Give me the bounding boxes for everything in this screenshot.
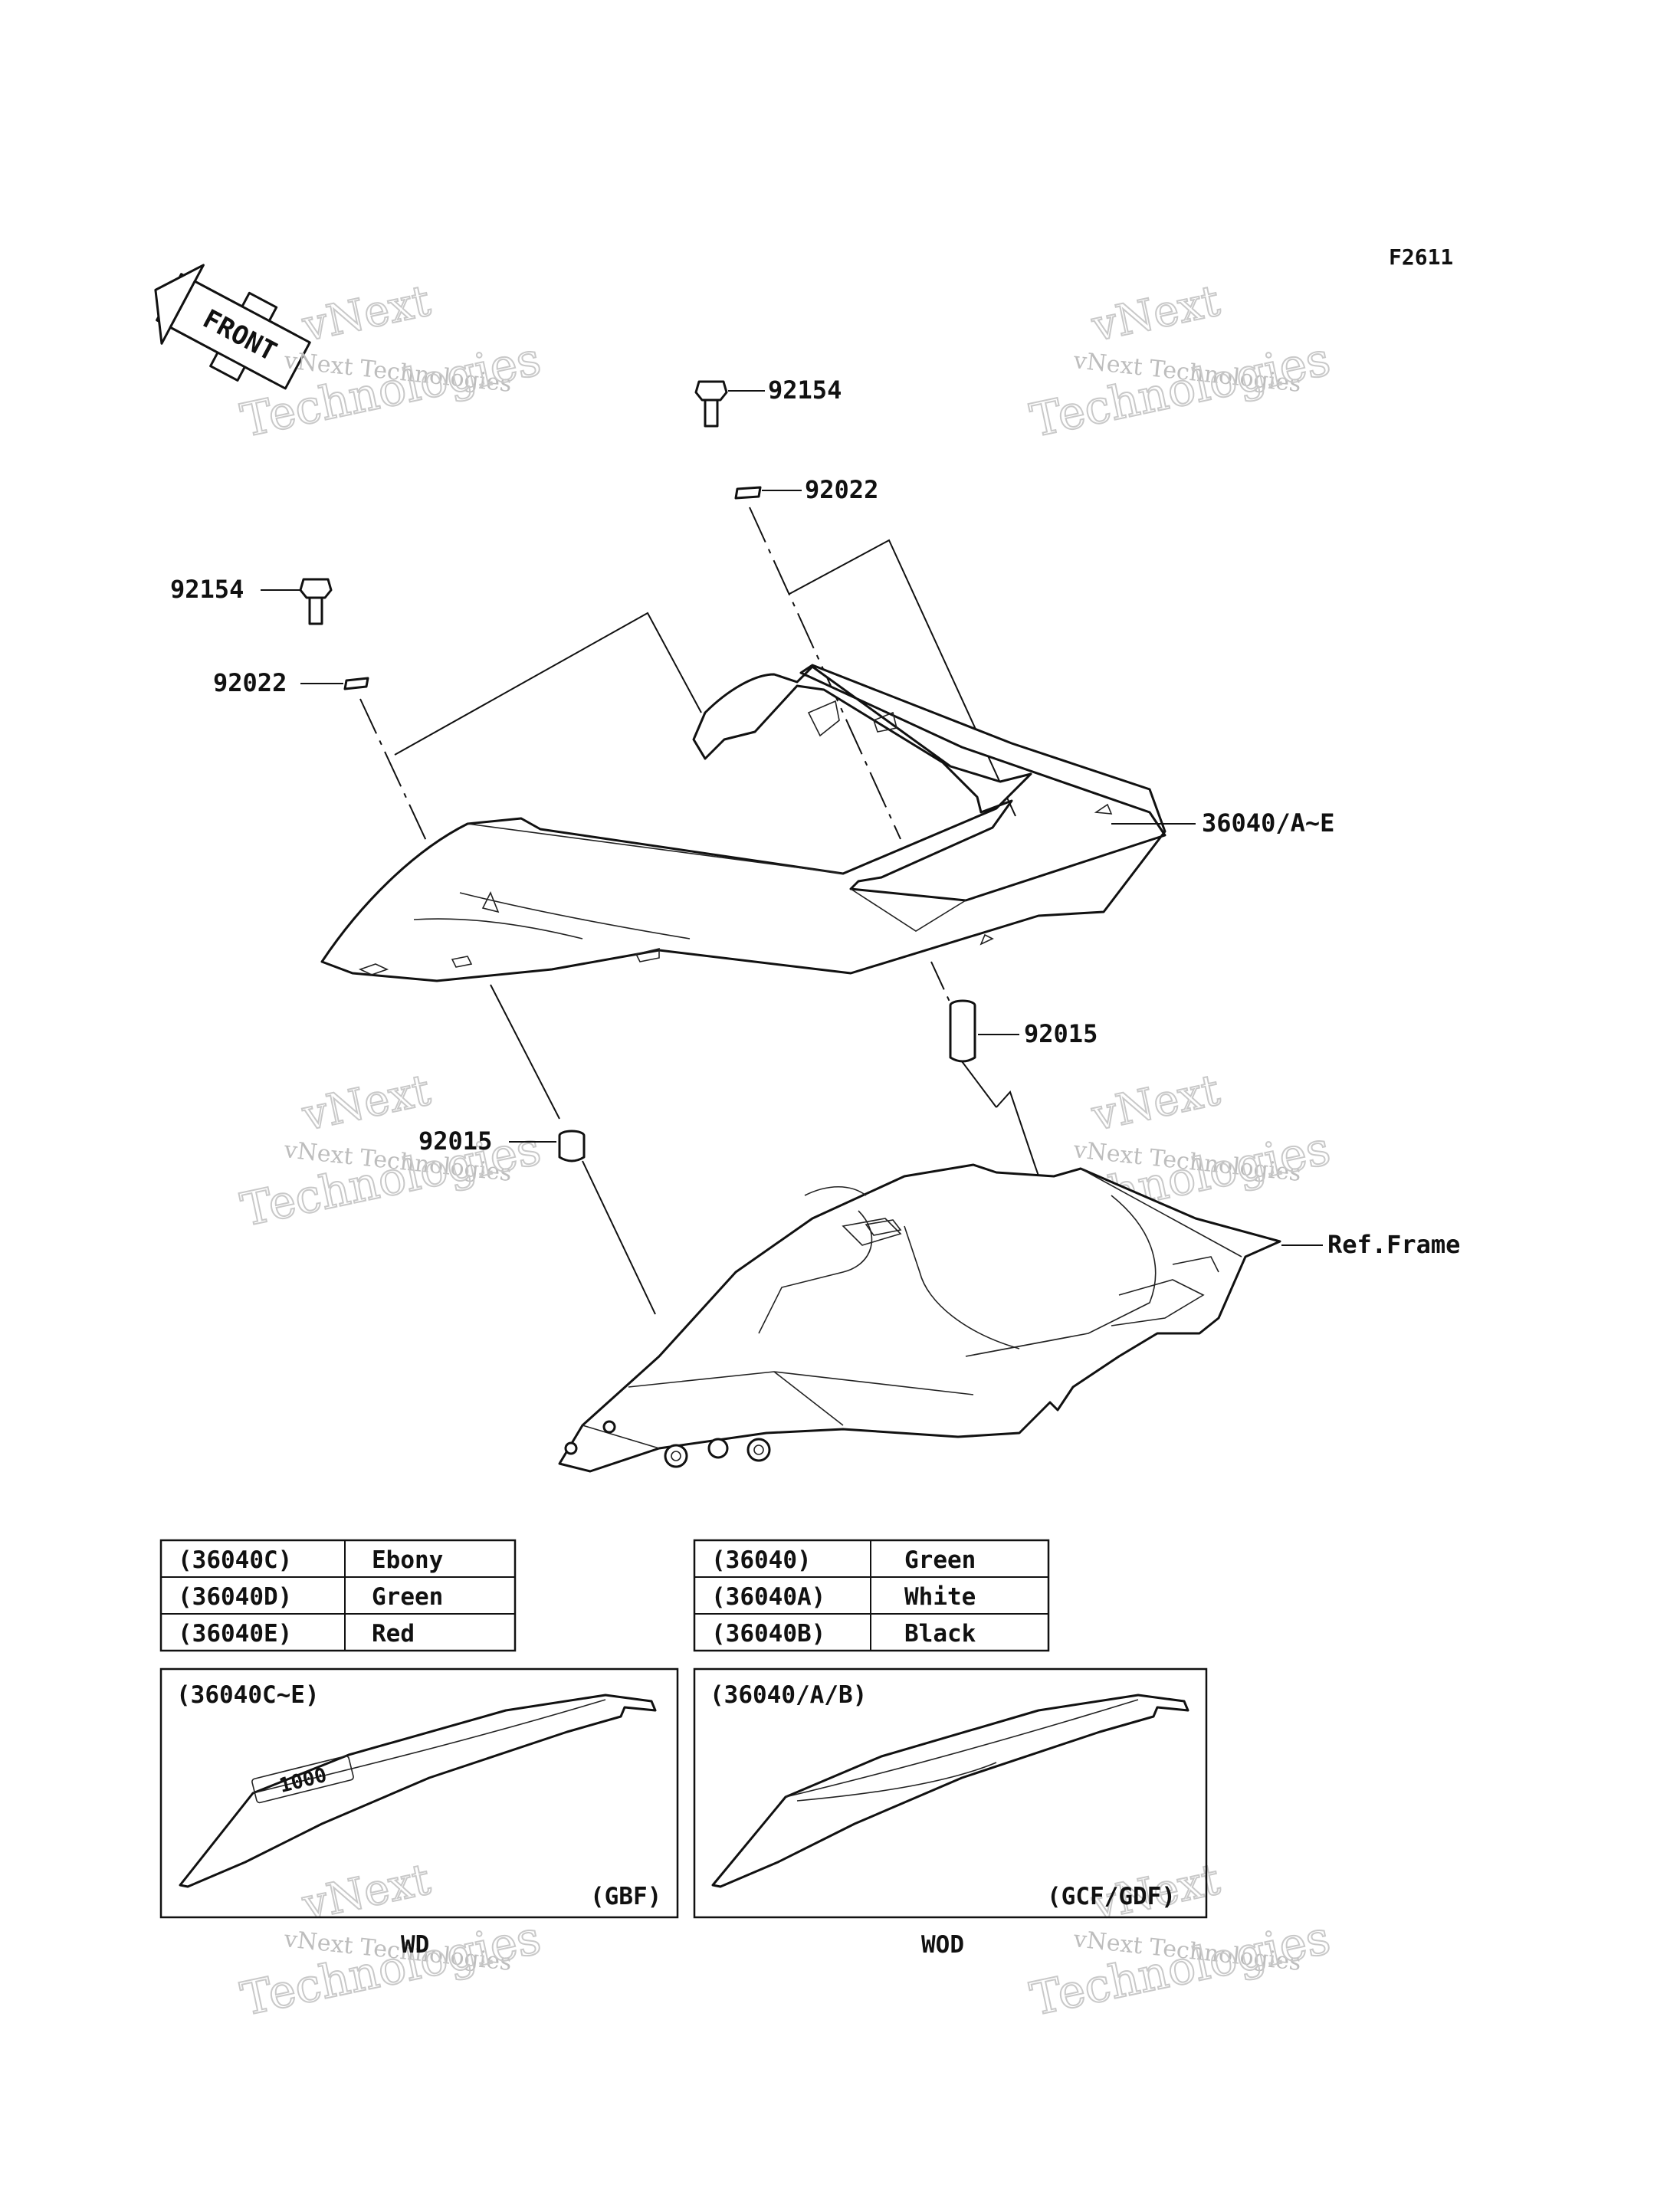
bushing-left-icon (558, 1130, 586, 1162)
svg-text:vNext: vNext (297, 276, 435, 352)
svg-text:vNext: vNext (297, 1854, 435, 1930)
table-right-code-2: (36040B) (711, 1620, 825, 1648)
table-right-color-1: White (904, 1583, 976, 1611)
bolt-top-icon (694, 380, 728, 428)
bolt-left-icon (299, 578, 333, 625)
svg-text:Technologies: Technologies (237, 1911, 546, 2027)
callout-washer-left: 92022 (213, 668, 287, 697)
watermark-top-right: vNext vNext Technologies Technologies (1025, 275, 1336, 449)
svg-text:Technologies: Technologies (237, 1122, 546, 1238)
variant-right-caption: WOD (921, 1931, 964, 1959)
color-table-right: (36040) Green (36040A) White (36040B) Bl… (693, 1539, 1050, 1652)
figure-code: F2611 (1389, 244, 1453, 270)
table-right-code-1: (36040A) (711, 1583, 825, 1611)
svg-text:Technologies: Technologies (1026, 1911, 1335, 2027)
variant-left-caption: WD (401, 1931, 429, 1959)
svg-text:Technologies: Technologies (1026, 333, 1335, 448)
color-table-left: (36040C) Ebony (36040D) Green (36040E) R… (159, 1539, 517, 1652)
watermark-bottom-left: vNext vNext Technologies Technologies (236, 1854, 546, 2028)
table-left-code-2: (36040E) (178, 1620, 292, 1648)
variant-right-title: (36040/A/B) (710, 1681, 867, 1709)
seat-cover-part (320, 664, 1166, 982)
rear-frame-part (558, 1163, 1281, 1473)
callout-bolt-left: 92154 (170, 575, 244, 604)
washer-top-icon (734, 486, 762, 500)
table-right-color-2: Black (904, 1620, 976, 1648)
table-right-color-0: Green (904, 1546, 976, 1574)
callout-bolt-top: 92154 (768, 375, 842, 405)
variant-left-model: (GBF) (590, 1883, 661, 1910)
variant-panel-right: (36040/A/B) (GCF/GDF) (693, 1667, 1208, 1919)
watermark-bottom-right: vNext vNext Technologies Technologies (1025, 1854, 1336, 2028)
svg-text:vNext: vNext (297, 1065, 435, 1141)
watermark-mid-left: vNext vNext Technologies Technologies (236, 1064, 546, 1238)
table-right-code-0: (36040) (711, 1546, 812, 1574)
svg-text:vNext: vNext (1087, 1065, 1224, 1141)
table-left-color-2: Red (372, 1620, 415, 1648)
variant-right-model: (GCF/GDF) (1047, 1883, 1176, 1910)
table-left-code-1: (36040D) (178, 1583, 292, 1611)
table-left-color-0: Ebony (372, 1546, 443, 1574)
callout-bushing-left: 92015 (418, 1126, 492, 1156)
washer-left-icon (343, 677, 369, 690)
callout-washer-top: 92022 (805, 475, 878, 504)
variant-left-title: (36040C~E) (176, 1681, 320, 1709)
table-left-code-0: (36040C) (178, 1546, 292, 1574)
bushing-right-icon (949, 999, 976, 1063)
front-arrow-icon: FRONT (154, 264, 311, 390)
callout-frame: Ref.Frame (1327, 1230, 1460, 1259)
variant-panel-left: (36040C~E) 1000 (GBF) (159, 1667, 679, 1919)
table-left-color-1: Green (372, 1583, 443, 1611)
callout-cover: 36040/A~E (1202, 808, 1334, 838)
callout-bushing-right: 92015 (1024, 1019, 1098, 1048)
svg-text:vNext: vNext (1087, 276, 1224, 352)
